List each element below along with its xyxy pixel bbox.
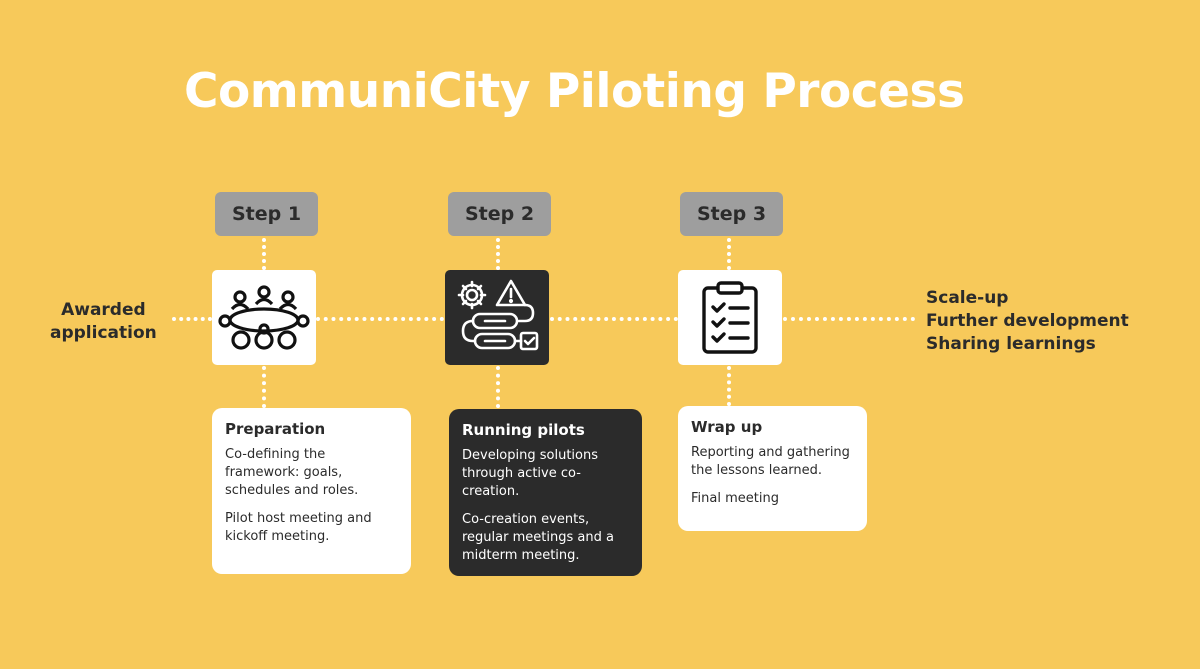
step-2-card-title: Running pilots bbox=[462, 421, 585, 439]
step-1-card-paragraph-2: Pilot host meeting and kickoff meeting. bbox=[225, 511, 372, 544]
connector-step3-top bbox=[727, 238, 731, 270]
end-label-further-development: Further development bbox=[926, 311, 1129, 331]
step-3-card-paragraph-1: Reporting and gathering the lessons lear… bbox=[691, 445, 850, 478]
page-title: CommuniCity Piloting Process bbox=[184, 64, 965, 119]
start-label-line-2: application bbox=[50, 323, 157, 343]
step-3-card-paragraph-2: Final meeting bbox=[691, 491, 779, 506]
step-3-card: Wrap up Reporting and gathering the less… bbox=[678, 406, 867, 531]
connector-step2-bottom bbox=[496, 366, 500, 408]
connector-step2-top bbox=[496, 238, 500, 270]
end-label-scale-up: Scale-up bbox=[926, 288, 1009, 308]
meeting-table-icon bbox=[218, 284, 310, 350]
connector-start bbox=[172, 317, 212, 321]
end-label-sharing-learnings: Sharing learnings bbox=[926, 334, 1096, 354]
step-1-card: Preparation Co-defining the framework: g… bbox=[212, 408, 411, 574]
step-1-card-title: Preparation bbox=[225, 420, 326, 438]
workflow-gear-warning-icon bbox=[457, 279, 539, 350]
connector-2-3 bbox=[550, 317, 678, 321]
step-2-pill: Step 2 bbox=[448, 192, 551, 236]
step-3-icon-box bbox=[678, 270, 782, 365]
step-1-icon-box bbox=[212, 270, 316, 365]
start-label: Awarded application bbox=[50, 299, 157, 345]
step-2-card-paragraph-1: Developing solutions through active co-c… bbox=[462, 448, 599, 499]
connector-1-2 bbox=[316, 317, 444, 321]
step-3-card-title: Wrap up bbox=[691, 418, 763, 436]
step-1-pill: Step 1 bbox=[215, 192, 318, 236]
connector-step1-top bbox=[262, 238, 266, 270]
connector-end bbox=[783, 317, 915, 321]
checklist-clipboard-icon bbox=[702, 280, 758, 354]
step-2-card: Running pilots Developing solutions thro… bbox=[449, 409, 642, 576]
connector-step1-bottom bbox=[262, 366, 266, 408]
start-label-line-1: Awarded bbox=[61, 300, 146, 320]
connector-step3-bottom bbox=[727, 366, 731, 406]
step-2-card-paragraph-2: Co-creation events, regular meetings and… bbox=[462, 512, 614, 563]
step-2-icon-box bbox=[445, 270, 549, 365]
step-3-pill: Step 3 bbox=[680, 192, 783, 236]
end-labels: Scale-up Further development Sharing lea… bbox=[926, 287, 1129, 356]
step-1-card-paragraph-1: Co-defining the framework: goals, schedu… bbox=[225, 447, 359, 498]
